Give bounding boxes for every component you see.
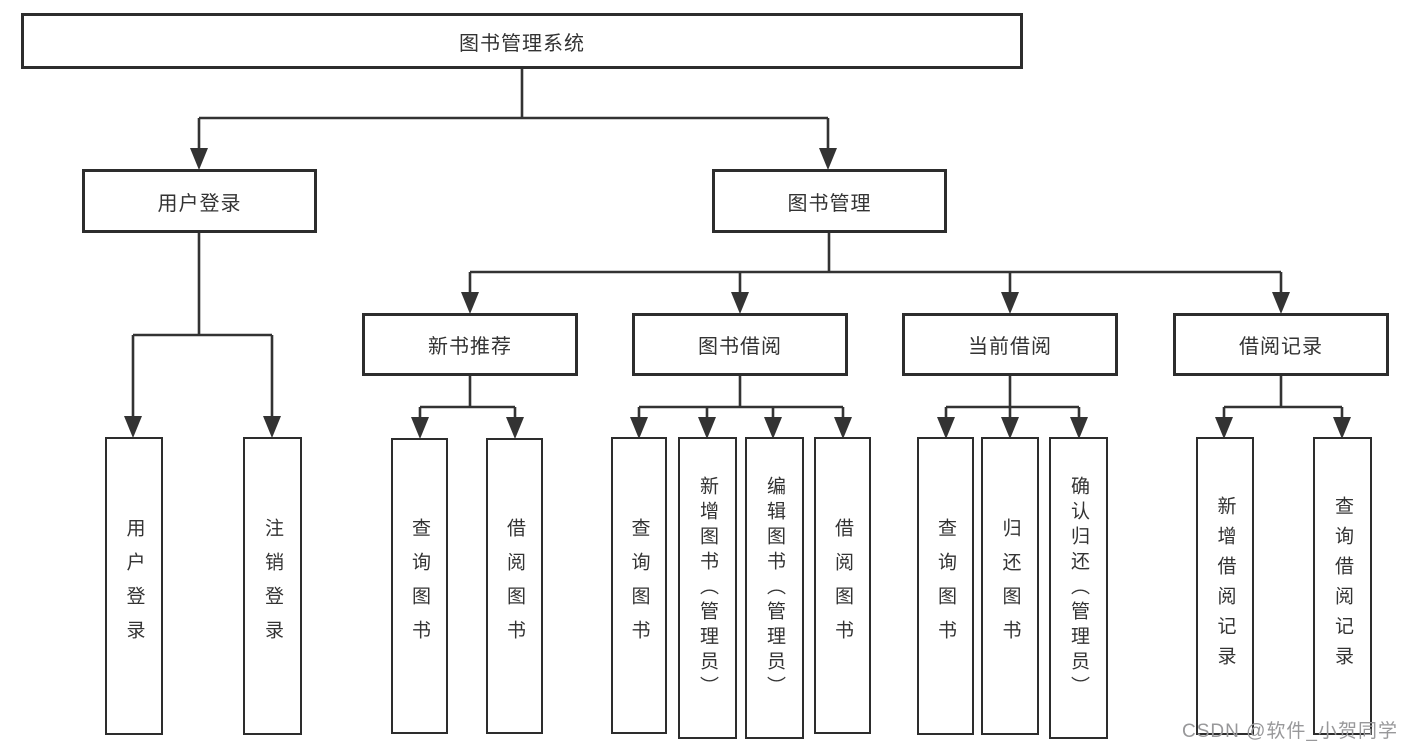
node-borrow-record: 借阅记录 xyxy=(1173,313,1389,376)
arrowhead-icon xyxy=(461,292,479,314)
leaf-add-book-admin: 新增图书（管理员） xyxy=(678,437,737,739)
node-label: 查询借阅记录 xyxy=(1332,496,1353,676)
node-label: 新增借阅记录 xyxy=(1214,496,1236,676)
node-label: 新书推荐 xyxy=(428,336,512,358)
node-label: 查询图书 xyxy=(409,518,430,654)
connector-user-login-children xyxy=(131,233,274,418)
arrowhead-icon xyxy=(1215,417,1233,439)
connector-book-borrow-children xyxy=(637,376,845,420)
arrowhead-icon xyxy=(698,417,716,439)
leaf-borrow-book: 借阅图书 xyxy=(814,437,871,734)
node-label: 借阅图书 xyxy=(832,517,853,654)
node-book-management: 图书管理 xyxy=(712,169,947,233)
arrowhead-icon xyxy=(124,416,142,438)
leaf-recommend-query-book: 查询图书 xyxy=(391,438,448,734)
node-current-borrow: 当前借阅 xyxy=(902,313,1118,376)
leaf-user-login: 用户登录 xyxy=(105,437,163,735)
node-label: 图书管理 xyxy=(787,192,872,215)
node-label: 查询图书 xyxy=(628,517,650,654)
node-root-system: 图书管理系统 xyxy=(21,13,1023,69)
connector-root-to-level2 xyxy=(197,67,830,150)
arrowhead-icon xyxy=(1001,292,1019,314)
node-label: 注销登录 xyxy=(262,518,283,654)
node-label: 用户登录 xyxy=(157,192,242,215)
connector-new-book-recommend-children xyxy=(418,376,517,420)
arrowhead-icon xyxy=(937,417,955,439)
node-new-book-recommend: 新书推荐 xyxy=(362,313,578,376)
arrowhead-icon xyxy=(1333,417,1351,439)
node-label: 图书借阅 xyxy=(698,336,782,358)
arrowhead-icon xyxy=(1272,292,1290,314)
arrowhead-icon xyxy=(1070,417,1088,439)
node-label: 借阅记录 xyxy=(1239,336,1323,358)
node-label: 编辑图书（管理员） xyxy=(764,475,785,701)
node-label: 用户登录 xyxy=(123,518,145,654)
node-label: 确认归还（管理员） xyxy=(1068,475,1089,701)
node-book-borrow: 图书借阅 xyxy=(632,313,848,376)
node-label: 借阅图书 xyxy=(504,518,525,654)
arrowhead-icon xyxy=(1001,417,1019,439)
connector-book-management-children xyxy=(468,233,1283,294)
node-label: 图书管理系统 xyxy=(459,32,585,55)
leaf-confirm-return-admin: 确认归还（管理员） xyxy=(1049,437,1108,739)
arrowhead-icon xyxy=(411,417,429,439)
arrowhead-icon xyxy=(764,417,782,439)
node-label: 归还图书 xyxy=(999,518,1021,654)
arrowhead-icon xyxy=(190,148,208,170)
node-label: 新增图书（管理员） xyxy=(697,475,718,701)
leaf-add-borrow-record: 新增借阅记录 xyxy=(1196,437,1254,735)
leaf-logout: 注销登录 xyxy=(243,437,302,735)
connector-current-borrow-children xyxy=(944,376,1081,420)
leaf-borrow-query-book: 查询图书 xyxy=(611,437,667,734)
arrowhead-icon xyxy=(731,292,749,314)
leaf-recommend-borrow-book: 借阅图书 xyxy=(486,438,543,734)
node-label: 查询图书 xyxy=(935,518,956,654)
arrowhead-icon xyxy=(263,416,281,438)
arrowhead-icon xyxy=(630,417,648,439)
arrowhead-icon xyxy=(834,417,852,439)
node-user-login: 用户登录 xyxy=(82,169,317,233)
connector-borrow-record-children xyxy=(1222,376,1344,420)
leaf-query-borrow-record: 查询借阅记录 xyxy=(1313,437,1372,735)
leaf-current-query-book: 查询图书 xyxy=(917,437,974,735)
leaf-edit-book-admin: 编辑图书（管理员） xyxy=(745,437,804,739)
leaf-return-book: 归还图书 xyxy=(981,437,1039,735)
arrowhead-icon xyxy=(819,148,837,170)
csdn-watermark: CSDN @软件_小贺同学 xyxy=(1182,721,1398,742)
arrowhead-icon xyxy=(506,417,524,439)
node-label: 当前借阅 xyxy=(968,336,1052,358)
